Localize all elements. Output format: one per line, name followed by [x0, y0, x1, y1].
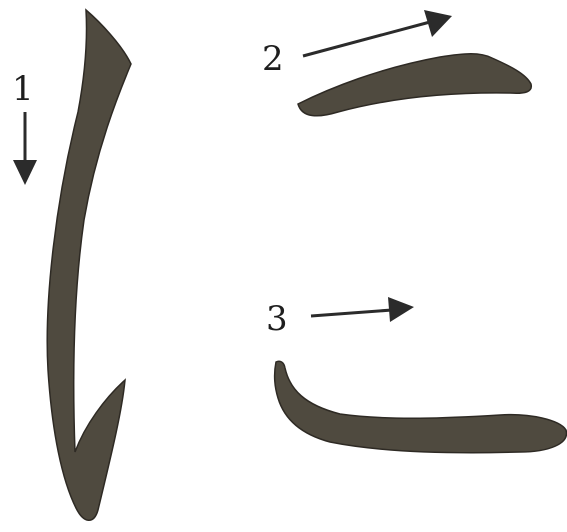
arrow-right-icon [311, 297, 414, 322]
stroke-1-group: 1 [12, 10, 131, 520]
arrow-1-head [13, 160, 37, 185]
stroke-3-group: 3 [266, 297, 566, 453]
step-number-2: 2 [262, 39, 284, 79]
stroke-2-group: 2 [262, 10, 531, 116]
stroke-3-horizontal-curve [275, 361, 567, 452]
arrow-right-icon [303, 10, 452, 56]
arrow-2-shaft [303, 22, 430, 56]
arrow-3-head [388, 297, 414, 322]
stroke-1-vertical-hook [47, 10, 131, 520]
arrow-2-head [424, 10, 452, 37]
stroke-2-horizontal [298, 54, 531, 116]
arrow-3-shaft [311, 310, 392, 316]
step-number-1: 1 [12, 69, 34, 109]
step-number-3: 3 [266, 299, 288, 339]
arrow-down-icon [13, 112, 37, 185]
